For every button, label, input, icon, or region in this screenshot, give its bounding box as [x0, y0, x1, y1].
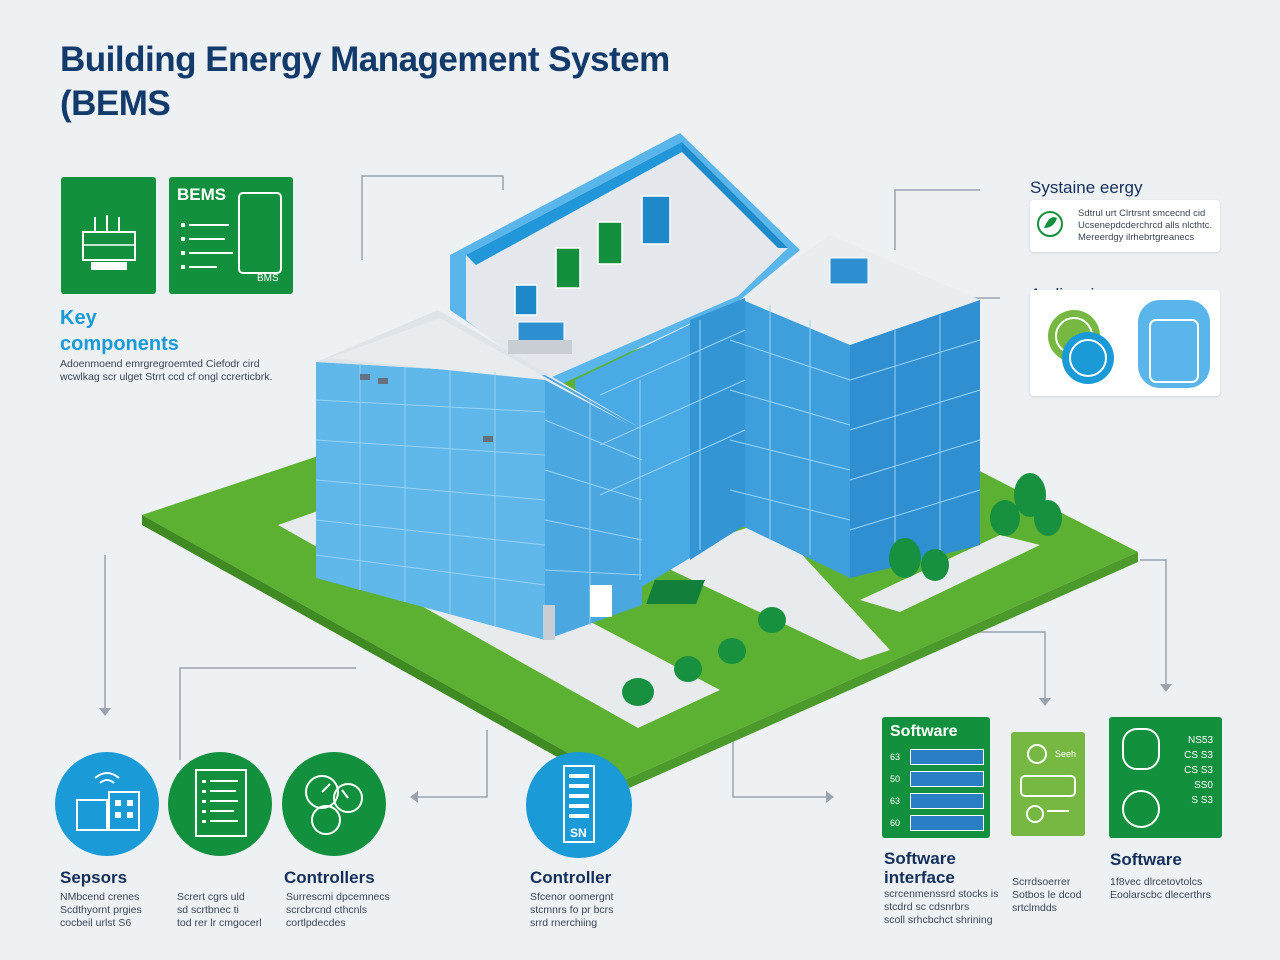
bems-card-code: BMS [257, 273, 279, 284]
checklist-icon [195, 769, 247, 837]
key-components-description: Adoenmoend emrgregroemted Ciefodr cird w… [60, 358, 273, 383]
front-block-left-face [316, 362, 545, 640]
door [590, 585, 612, 617]
sensors-circle [55, 752, 159, 856]
controllers-label: Controllers [284, 868, 375, 887]
software-row: 60 [890, 815, 984, 831]
software-row: 50 [890, 771, 984, 787]
trees [622, 473, 1062, 706]
systaine-energy-card: Sdtrul urt Clrtrsnt smcecnd cid Ucsenepd… [1030, 200, 1220, 252]
controller-code: SN [570, 826, 587, 840]
sensors-description: NMbcend crenes Scdthyornt prgies cocbeil… [60, 891, 142, 929]
controller-list-description: Scrert cgrs uld sd scrtbnec ti tod rer l… [177, 891, 262, 929]
control-panel-icon [181, 192, 282, 274]
bems-panel-card: BEMS BMS [169, 177, 293, 294]
software-description: 1f8vec dlrcetovtolcs Eoolarscbc dlecerth… [1110, 876, 1211, 901]
software-row: 63 [890, 749, 984, 765]
rooftop-panels [508, 195, 869, 354]
key-components-heading: Key components [60, 307, 179, 355]
efficiency-gauges-icon [1048, 300, 1210, 388]
right-tower-roof [738, 235, 980, 345]
software-label: Software [1110, 850, 1182, 869]
controller-list-circle [168, 752, 272, 856]
software-interface-label: Software interface [884, 849, 956, 887]
software-card-title: Software [890, 723, 958, 740]
software-monitor-values: NS53 CS S3 CS S3 SS0 S S3 [1184, 735, 1213, 806]
sensor-module-card [61, 177, 156, 294]
window-grid [315, 305, 981, 626]
interface-card: Seeh [1011, 732, 1085, 836]
controller-label: Controller [530, 868, 612, 887]
interface-description: Scrrdsoerrer Sotbos le dcod srtclmdds [1012, 876, 1082, 914]
software-row: 63 [890, 793, 984, 809]
controllers-description: Surrescmi dpcemnecs scrcbrcnd cthcnls co… [286, 891, 390, 929]
meter-icons [1122, 728, 1160, 828]
systaine-energy-text: Sdtrul urt Clrtrsnt smcecnd cid Ucsenepd… [1078, 208, 1213, 243]
efficiency-card [1030, 290, 1220, 396]
software-card-rows: 63 50 63 60 [890, 749, 984, 831]
interface-device-icon [1020, 744, 1076, 823]
page-title: Building Energy Management System (BEMS [60, 40, 670, 123]
interface-card-text: Seeh [1055, 749, 1077, 759]
leaf-icon [1037, 211, 1063, 237]
sensors-label: Sepsors [60, 868, 128, 887]
server-rack-icon [563, 765, 595, 843]
bems-card-label: BEMS [177, 185, 227, 204]
controller-description: Sfcenor oomergnt stcmnrs fo pr bcrs srrd… [530, 891, 614, 929]
systaine-energy-heading: Systaine eergy [1030, 178, 1143, 197]
connector-arrows [99, 684, 1172, 803]
controller-circle: SN [526, 752, 632, 858]
sensor-building-icon [76, 772, 140, 831]
controllers-circle [282, 752, 386, 856]
gauge-controls-icon [305, 775, 363, 835]
roof-vents [360, 374, 493, 442]
software-card: Software 63 50 63 60 [882, 717, 990, 838]
software-interface-description: scrcenmenssrd stocks is stcdrd sc cdsnrb… [884, 888, 999, 926]
software-monitor-card: NS53 CS S3 CS S3 SS0 S S3 [1109, 717, 1222, 838]
sensor-module-icon [82, 215, 136, 270]
